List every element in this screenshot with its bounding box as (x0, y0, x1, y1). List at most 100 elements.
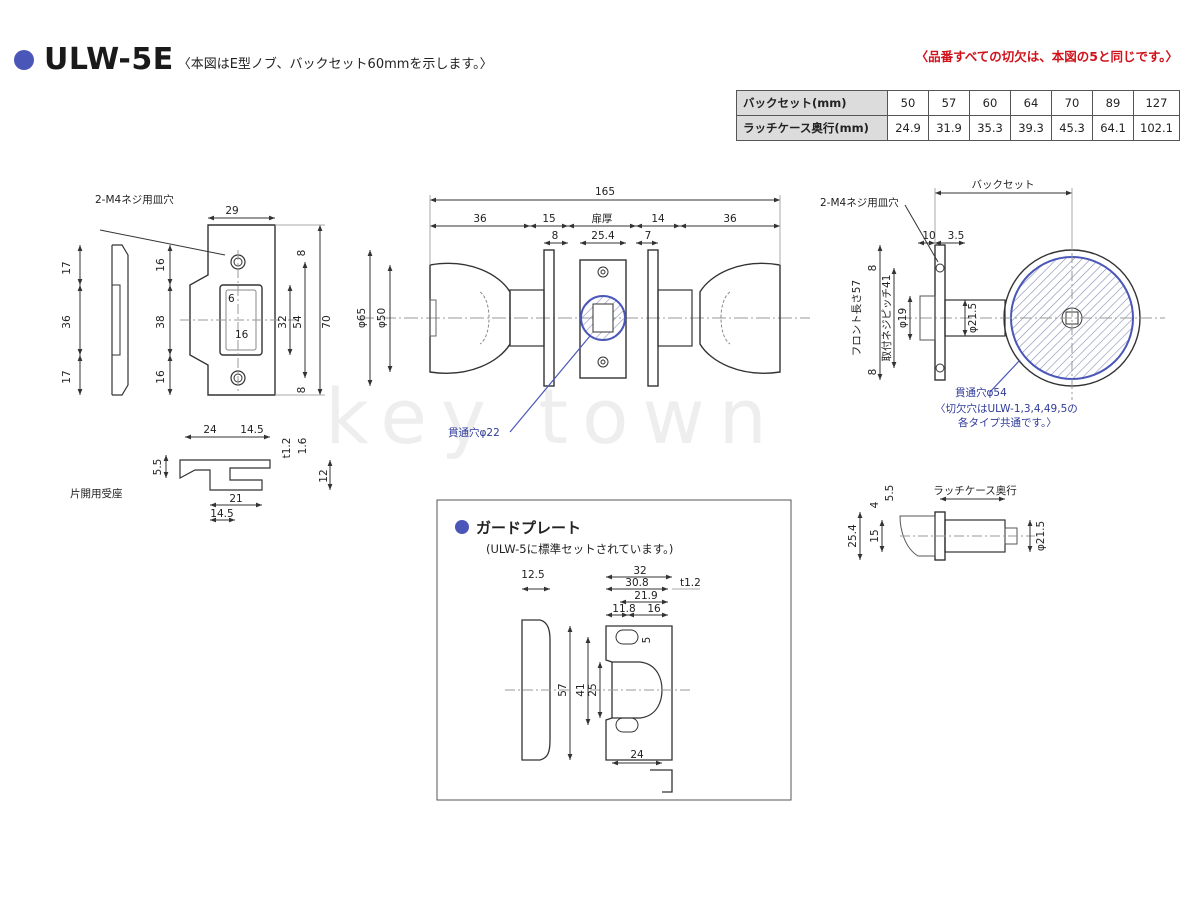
dim-label: 15 (542, 213, 555, 225)
table-cell: 127 (1133, 90, 1180, 116)
dim-label: 6 (228, 293, 235, 305)
guard-plate-drawing (505, 574, 700, 793)
side-view-drawing (877, 188, 1165, 400)
dim-label: φ21.5 (967, 303, 979, 333)
side-hole-note-line3: 各タイプ共通です。〉 (958, 416, 1057, 429)
strike-plate-drawing (77, 215, 333, 523)
table-cell: 39.3 (1010, 115, 1052, 141)
table-cell: 57 (928, 90, 970, 116)
dim-label: 32 (633, 565, 646, 577)
knob-set-drawing (360, 195, 810, 433)
strike-plate-labels: 2-M4ネジ用皿穴 29 17 36 17 16 38 16 6 16 32 5… (61, 193, 333, 520)
dim-label: 30.8 (625, 577, 648, 589)
dim-label: 8 (552, 230, 559, 242)
dim-label: 5.5 (152, 459, 164, 476)
dim-label: 25 (587, 683, 599, 696)
table-cell: 45.3 (1051, 115, 1093, 141)
dim-label: 16 (155, 258, 167, 272)
dim-label: 扉厚 (592, 212, 613, 225)
dim-label: 25.4 (591, 230, 615, 242)
latch-depth-label: ラッチケース奥行 (933, 484, 1017, 497)
dim-label: 32 (277, 315, 289, 328)
table-cell: 70 (1051, 90, 1093, 116)
latch-drawing (857, 496, 1035, 561)
table-cell: 64 (1010, 90, 1052, 116)
model-name: ULW-5E (44, 42, 174, 77)
backset-label: バックセット (972, 179, 1035, 191)
dim-label: 5 (641, 637, 653, 644)
dim-label: 11.8 (612, 603, 635, 615)
side-hole-note-line2: 〈切欠穴はULW-1,3,4,49,5の (935, 402, 1078, 415)
dim-label: 12.5 (521, 569, 544, 581)
latch-labels: ラッチケース奥行 4 5.5 25.4 15 φ21.5 (847, 484, 1047, 551)
table-row: ラッチケース奥行(mm) 24.9 31.9 35.3 39.3 45.3 64… (736, 115, 1180, 141)
dim-label: 14.5 (240, 424, 263, 436)
strike-label: 片開用受座 (70, 487, 123, 500)
guard-plate-labels: 12.5 32 30.8 t1.2 21.9 11.8 16 5 57 41 2… (521, 565, 701, 761)
dim-label: 38 (155, 315, 167, 328)
row-header: バックセット(mm) (736, 90, 888, 116)
dim-label: 16 (235, 329, 249, 341)
knob-set-labels: 165 36 15 扉厚 14 36 8 25.4 7 φ65 φ50 貫通穴φ… (356, 186, 737, 439)
dim-label: 8 (867, 369, 879, 376)
dim-label: 14.5 (210, 508, 233, 520)
table-cell: 64.1 (1092, 115, 1134, 141)
dim-label: 70 (321, 315, 333, 328)
dim-label: フロント長さ57 (851, 280, 863, 356)
dim-label: 4 (869, 501, 881, 508)
guard-title: ガードプレート (476, 519, 581, 537)
side-hole-note: 貫通穴φ54 (955, 386, 1007, 399)
dim-label: 8 (867, 265, 879, 272)
dim-label: 41 (575, 683, 587, 696)
dim-label: 5.5 (884, 485, 896, 502)
dim-label: 36 (473, 213, 487, 225)
dim-label: 10 (922, 230, 935, 242)
dim-label: 36 (723, 213, 737, 225)
dim-label: t1.2 (680, 577, 701, 589)
side-screw-note: 2-M4ネジ用皿穴 (820, 196, 899, 209)
bullet-icon (455, 520, 469, 534)
dim-label: 16 (647, 603, 661, 615)
table-row: バックセット(mm) 50 57 60 64 70 89 127 (736, 90, 1180, 116)
dim-label: 17 (61, 261, 73, 274)
dim-label: 15 (869, 529, 881, 542)
dim-label: 25.4 (847, 524, 859, 548)
dim-label: 54 (292, 315, 304, 329)
dim-label: 16 (155, 370, 167, 384)
table-cell: 35.3 (969, 115, 1011, 141)
dim-label: 1.6 (297, 437, 309, 454)
model-subtitle: 〈本図はE型ノブ、バックセット60mmを示します。〉 (177, 57, 493, 72)
dim-label: φ21.5 (1035, 521, 1047, 551)
dim-label: 21.9 (634, 590, 657, 602)
dim-label: φ19 (897, 308, 909, 328)
bullet-icon (14, 49, 34, 70)
row-header: ラッチケース奥行(mm) (736, 115, 888, 141)
guard-plate-box: ガードプレート (ULW-5に標準セットされています。) (436, 499, 792, 801)
dim-label: 29 (225, 205, 238, 217)
side-view-labels: バックセット 2-M4ネジ用皿穴 10 3.5 8 8 フロント長さ57 取付ネ… (820, 179, 1078, 429)
table-cell: 24.9 (887, 115, 929, 141)
dim-label: 12 (318, 469, 330, 482)
guard-subtitle: (ULW-5に標準セットされています。) (486, 542, 673, 556)
dim-label: 57 (557, 683, 569, 696)
dim-label: 24 (203, 424, 217, 436)
dim-label: 取付ネジピッチ41 (880, 275, 893, 362)
dim-label: 165 (595, 186, 615, 198)
dim-label: 7 (645, 230, 652, 242)
cutout-note: 〈品番すべての切欠は、本図の5と同じです。〉 (915, 49, 1178, 64)
dim-label: φ50 (376, 308, 388, 328)
dim-label: 24 (630, 749, 644, 761)
strike-screw-note: 2-M4ネジ用皿穴 (95, 193, 174, 206)
dim-label: 3.5 (948, 230, 965, 242)
dim-label: 8 (296, 250, 308, 257)
dim-label: 14 (651, 213, 665, 225)
watermark: key town (325, 372, 781, 461)
knob-hole-note: 貫通穴φ22 (448, 426, 500, 439)
table-cell: 102.1 (1133, 115, 1180, 141)
dim-label: t1.2 (281, 438, 293, 459)
dim-label: 21 (229, 493, 242, 505)
dim-label: 17 (61, 370, 73, 383)
table-cell: 60 (969, 90, 1011, 116)
